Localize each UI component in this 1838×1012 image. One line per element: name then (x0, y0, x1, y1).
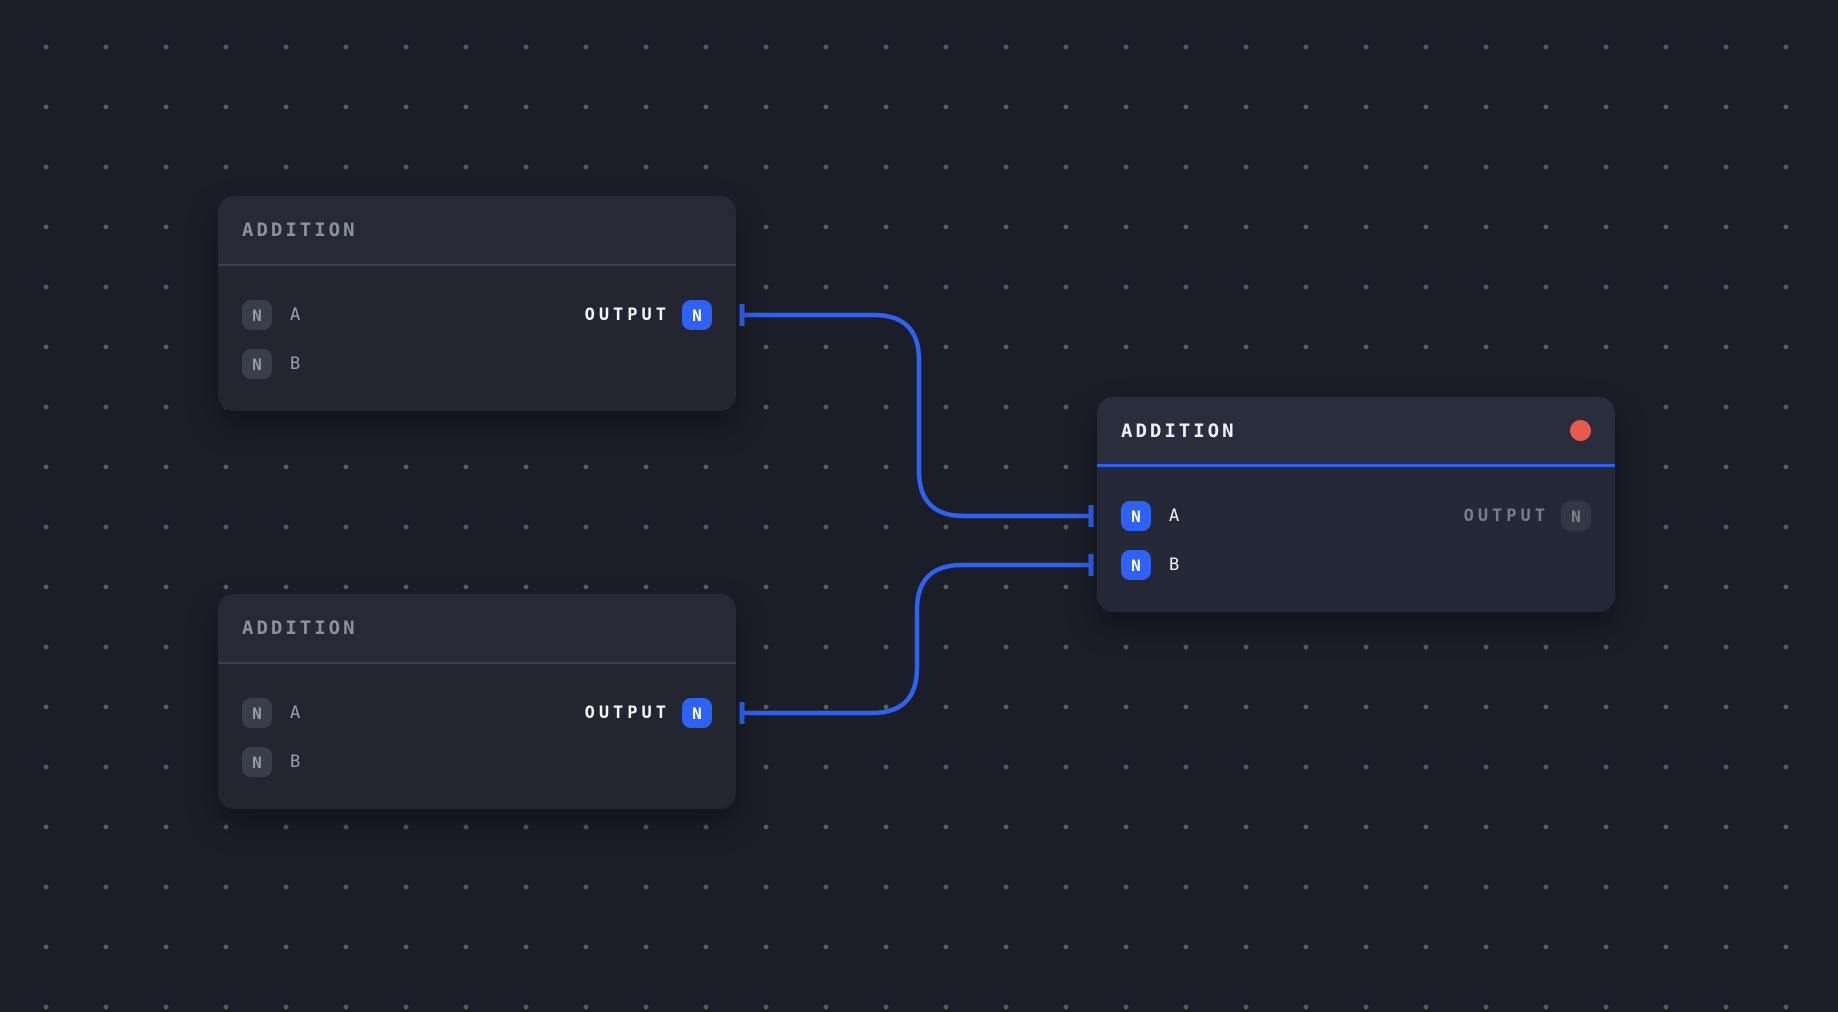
output-port-badge[interactable]: N (682, 300, 712, 330)
node-body: N A OUTPUT N N B (1097, 467, 1615, 580)
input-port-a-label: A (290, 703, 301, 723)
node-body: N A OUTPUT N N B (218, 266, 736, 379)
node-addition-1[interactable]: ADDITION N A OUTPUT N N B (218, 196, 736, 411)
node-title: ADDITION (242, 219, 358, 241)
status-red-dot-icon (1570, 420, 1591, 441)
input-port-a-badge[interactable]: N (242, 300, 272, 330)
input-port-b-label: B (290, 354, 301, 374)
node-header[interactable]: ADDITION (218, 196, 736, 266)
node-addition-3-selected[interactable]: ADDITION N A OUTPUT N N B (1097, 397, 1615, 612)
node-header[interactable]: ADDITION (1097, 397, 1615, 467)
output-label: OUTPUT (584, 703, 670, 723)
output-port-badge[interactable]: N (682, 698, 712, 728)
input-port-b-badge[interactable]: N (1121, 550, 1151, 580)
wire-node1-output-to-node3-input-a[interactable] (744, 312, 1089, 519)
output-label: OUTPUT (1463, 506, 1549, 526)
node-title: ADDITION (1121, 419, 1237, 442)
port-row-b: N B (242, 747, 712, 777)
input-port-a-badge[interactable]: N (1121, 501, 1151, 531)
input-port-b-badge[interactable]: N (242, 349, 272, 379)
wire-node2-output-to-node3-input-b[interactable] (744, 562, 1089, 716)
node-header[interactable]: ADDITION (218, 594, 736, 664)
input-port-b-badge[interactable]: N (242, 747, 272, 777)
input-port-a-badge[interactable]: N (242, 698, 272, 728)
output-label: OUTPUT (584, 305, 670, 325)
node-addition-2[interactable]: ADDITION N A OUTPUT N N B (218, 594, 736, 809)
port-row-a: N A OUTPUT N (242, 300, 712, 330)
node-body: N A OUTPUT N N B (218, 664, 736, 777)
port-row-b: N B (242, 349, 712, 379)
node-title: ADDITION (242, 617, 358, 639)
input-port-b-label: B (1169, 555, 1180, 575)
input-port-a-label: A (1169, 506, 1180, 526)
output-port-badge[interactable]: N (1561, 501, 1591, 531)
input-port-b-label: B (290, 752, 301, 772)
input-port-a-label: A (290, 305, 301, 325)
port-row-a: N A OUTPUT N (242, 698, 712, 728)
port-row-b: N B (1121, 550, 1591, 580)
port-row-a: N A OUTPUT N (1121, 501, 1591, 531)
